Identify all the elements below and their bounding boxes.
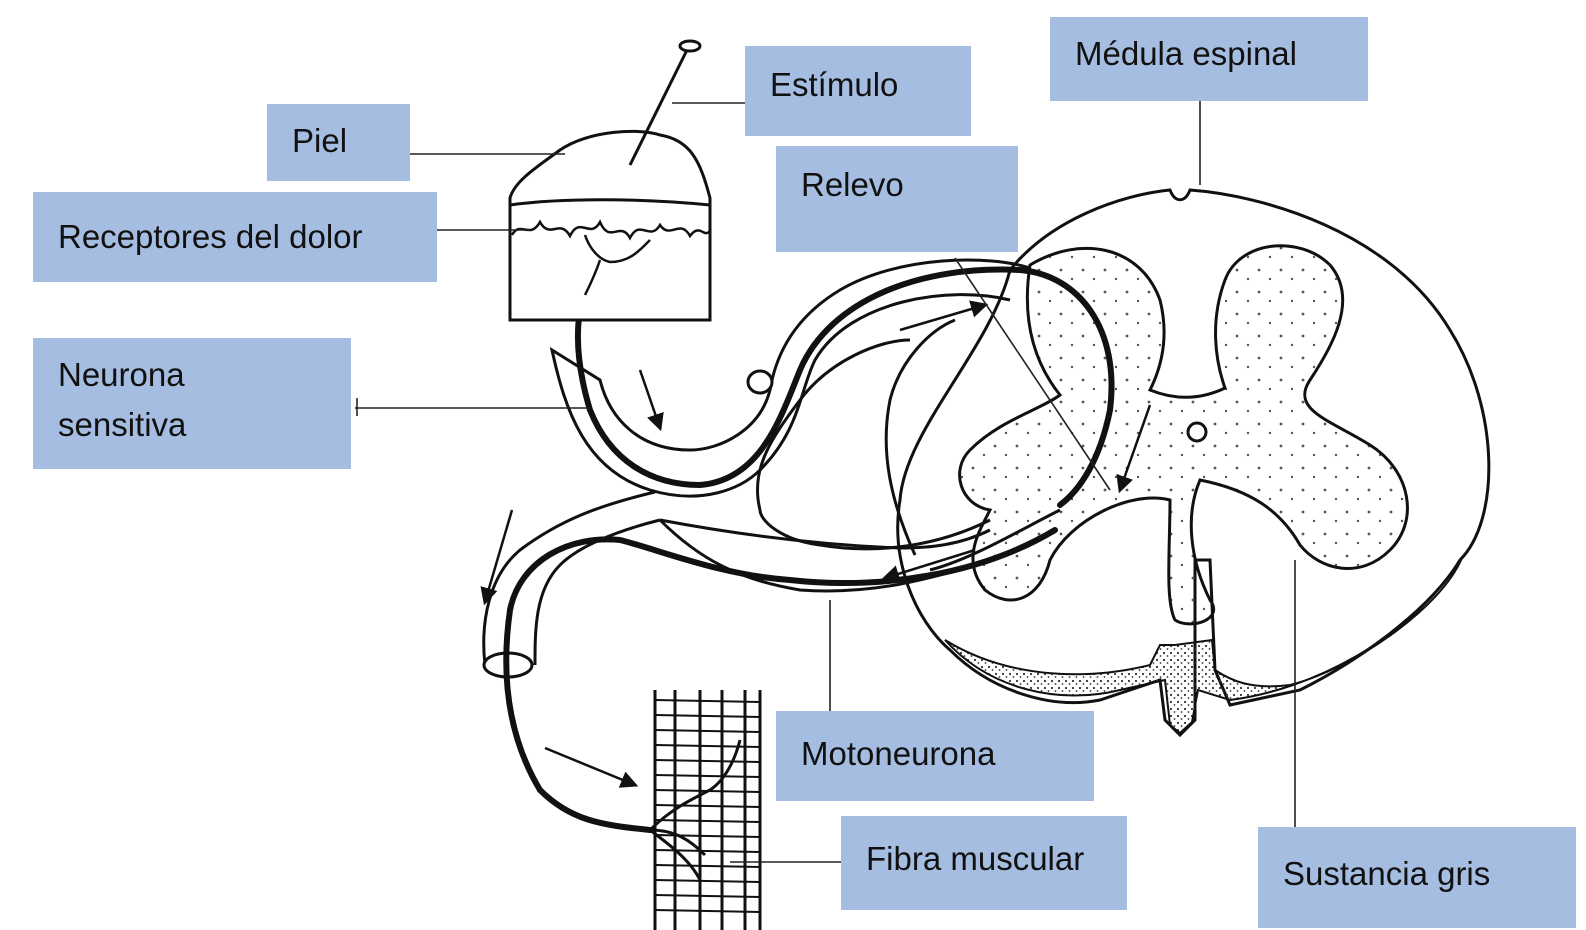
dorsal-root-ganglion (746, 369, 774, 395)
motor-direction-arrow-trunk (480, 509, 514, 606)
label-neurona-sensitiva: Neurona sensitiva (33, 338, 351, 469)
signal-direction-arrows (480, 300, 1152, 788)
stimulus-pin-head (678, 39, 702, 53)
label-piel: Piel (267, 104, 410, 181)
label-receptores-del-dolor: Receptores del dolor (33, 192, 437, 282)
skin-block (508, 39, 712, 322)
skin-layer-line (509, 198, 711, 207)
sensory-axon (575, 266, 1115, 508)
label-motoneurona-text: Motoneurona (801, 735, 996, 772)
pain-receptor-endings (510, 219, 712, 296)
relay-direction-arrow-up (899, 300, 989, 332)
label-motoneurona: Motoneurona (776, 711, 1094, 801)
gray-matter-butterfly (958, 244, 1409, 626)
spinal-cord-section (896, 188, 1491, 738)
label-fibra-muscular: Fibra muscular (841, 816, 1127, 910)
muscle-fiber (648, 690, 762, 930)
motor-nerve-endings (648, 739, 742, 881)
dorsal-root (549, 258, 1031, 498)
ventral-root-outer (659, 518, 991, 550)
label-piel-text: Piel (292, 122, 348, 159)
spinal-nerve-trunk (482, 490, 661, 666)
leader-lines (355, 101, 1296, 863)
motor-axon (503, 527, 1058, 833)
muscle-fiber-outline (653, 690, 762, 930)
label-relevo: Relevo (776, 146, 1018, 252)
leader-relevo (954, 257, 1111, 491)
label-sustancia-gris-text: Sustancia gris (1283, 855, 1491, 892)
label-receptores-del-dolor-text: Receptores del dolor (58, 218, 363, 255)
motor-direction-arrow-in (881, 548, 976, 583)
stimulus-pin (628, 47, 690, 166)
label-neurona-sensitiva-line1: Neurona (58, 356, 185, 393)
spinal-nerve (482, 258, 1115, 833)
label-estimulo: Estímulo (745, 46, 971, 136)
central-canal (1186, 421, 1208, 443)
relay-direction-arrow-down (1116, 404, 1152, 494)
label-medula-espinal: Médula espinal (1050, 17, 1368, 101)
label-estimulo-text: Estímulo (770, 66, 899, 103)
motor-direction-arrow-muscle (544, 746, 639, 788)
label-sustancia-gris: Sustancia gris (1258, 827, 1576, 928)
relay-neuron (884, 318, 1061, 572)
white-matter-lower (944, 557, 1463, 735)
skin-outline (508, 129, 712, 322)
label-medula-espinal-text: Médula espinal (1075, 35, 1297, 72)
sensory-direction-arrow (638, 369, 664, 432)
label-fibra-muscular-text: Fibra muscular (866, 840, 1085, 877)
label-neurona-sensitiva-line2: sensitiva (58, 406, 187, 443)
label-relevo-text: Relevo (801, 166, 904, 203)
